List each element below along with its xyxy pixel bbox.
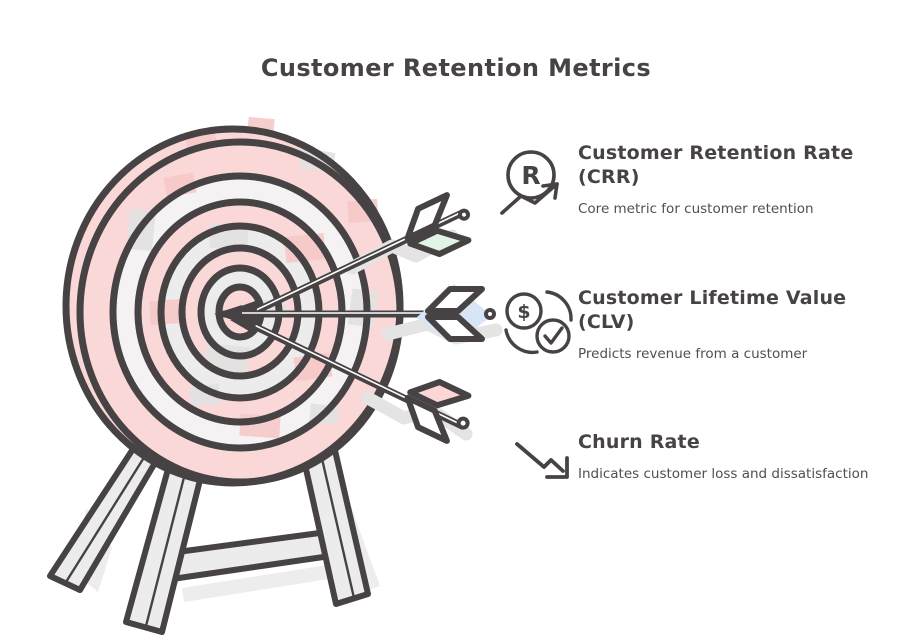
metric-title: Customer Lifetime Value (CLV) bbox=[578, 287, 847, 333]
metric-description: Core metric for customer retention bbox=[578, 201, 814, 217]
metric-item-churn: Churn Rate Indicates customer loss and d… bbox=[578, 430, 873, 483]
retention-icon-letter: R bbox=[521, 161, 540, 190]
metric-title: Churn Rate bbox=[578, 431, 700, 453]
arrow-top bbox=[230, 192, 472, 318]
arrow-fletching bbox=[404, 192, 472, 258]
lifetime-value-icon: $ bbox=[504, 290, 573, 355]
arrow-middle bbox=[214, 284, 496, 344]
arrow-fletching bbox=[416, 284, 496, 344]
page-title: Customer Retention Metrics bbox=[260, 54, 652, 82]
metric-item-crr: Customer Retention Rate (CRR) Core metri… bbox=[578, 141, 873, 218]
metric-description: Predicts revenue from a customer bbox=[578, 346, 808, 362]
arrowhead bbox=[230, 314, 258, 334]
value-icon-symbol: $ bbox=[517, 301, 530, 323]
metric-description: Indicates customer loss and dissatisfact… bbox=[578, 466, 869, 482]
retention-rate-icon: R bbox=[500, 150, 559, 215]
metric-item-clv: Customer Lifetime Value (CLV) Predicts r… bbox=[578, 286, 873, 363]
churn-rate-icon bbox=[515, 442, 569, 479]
target-board bbox=[62, 116, 404, 487]
arrow-fletching bbox=[404, 378, 472, 444]
metric-title: Customer Retention Rate (CRR) bbox=[578, 142, 854, 188]
arrowhead bbox=[214, 305, 242, 323]
arrow-bottom bbox=[230, 314, 472, 444]
